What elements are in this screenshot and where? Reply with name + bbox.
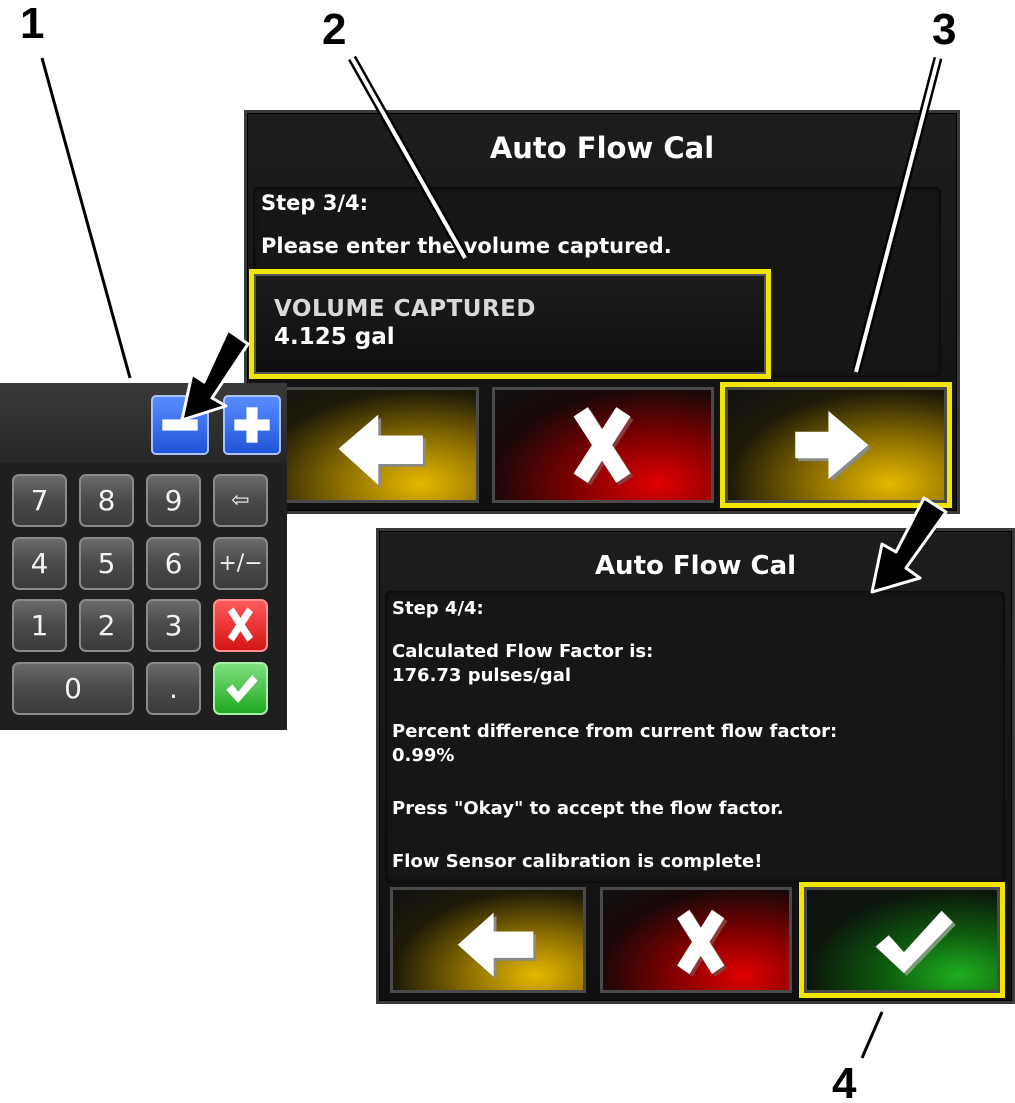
volume-captured-field[interactable]: VOLUME CAPTURED 4.125 gal bbox=[254, 274, 766, 374]
step3-step-label: Step 3/4: bbox=[261, 191, 369, 215]
volume-captured-value: 4.125 gal bbox=[274, 324, 395, 350]
minus-icon bbox=[162, 419, 198, 431]
key-7[interactable]: 7 bbox=[12, 474, 67, 527]
arrow-right-icon bbox=[795, 410, 872, 482]
callout-1: 1 bbox=[20, 0, 45, 48]
step4-step-label: Step 4/4: bbox=[392, 598, 484, 619]
keypad-ok-button[interactable] bbox=[213, 662, 268, 715]
plus-button[interactable] bbox=[223, 395, 281, 455]
key-2[interactable]: 2 bbox=[79, 599, 134, 652]
key-3[interactable]: 3 bbox=[146, 599, 201, 652]
percent-difference-value: 0.99% bbox=[392, 745, 455, 766]
callout-3: 3 bbox=[932, 5, 957, 54]
step4-cancel-button[interactable] bbox=[600, 887, 792, 993]
callout-4: 4 bbox=[832, 1059, 857, 1103]
step3-back-button[interactable] bbox=[251, 387, 479, 503]
percent-difference-label: Percent difference from current flow fac… bbox=[392, 721, 838, 742]
step3-panel: Auto Flow Cal Step 3/4: Please enter the… bbox=[244, 110, 960, 514]
step3-instruction: Please enter the volume captured. bbox=[261, 234, 672, 258]
checkmark-icon bbox=[226, 675, 258, 703]
numeric-keypad: 7 8 9 ⇦ 4 5 6 +/− 1 2 3 0 . bbox=[0, 383, 287, 730]
arrow-left-icon bbox=[338, 414, 426, 488]
key-5[interactable]: 5 bbox=[79, 537, 134, 590]
key-6[interactable]: 6 bbox=[146, 537, 201, 590]
plus-minus-key[interactable]: +/− bbox=[213, 537, 268, 590]
checkmark-icon bbox=[875, 910, 956, 976]
key-4[interactable]: 4 bbox=[12, 537, 67, 590]
keypad-cancel-button[interactable] bbox=[213, 599, 268, 652]
step4-content-area bbox=[385, 591, 1005, 883]
x-icon bbox=[227, 607, 254, 642]
step4-panel: Auto Flow Cal Step 4/4: Calculated Flow … bbox=[376, 528, 1015, 1004]
step4-back-button[interactable] bbox=[390, 887, 586, 993]
minus-button[interactable] bbox=[151, 395, 209, 455]
accept-instruction: Press "Okay" to accept the flow factor. bbox=[392, 798, 784, 819]
leader-line-4 bbox=[860, 1011, 884, 1059]
calibration-complete-text: Flow Sensor calibration is complete! bbox=[392, 851, 763, 872]
key-0[interactable]: 0 bbox=[12, 662, 134, 715]
x-icon bbox=[677, 909, 728, 977]
callout-2: 2 bbox=[322, 5, 347, 54]
x-icon bbox=[573, 407, 634, 486]
flow-factor-value: 176.73 pulses/gal bbox=[392, 665, 572, 686]
leader-line-1 bbox=[40, 57, 132, 379]
key-8[interactable]: 8 bbox=[79, 474, 134, 527]
key-decimal[interactable]: . bbox=[146, 662, 201, 715]
backspace-key[interactable]: ⇦ bbox=[213, 474, 268, 527]
step4-title: Auto Flow Cal bbox=[594, 551, 797, 581]
flow-factor-label: Calculated Flow Factor is: bbox=[392, 641, 654, 662]
plus-icon bbox=[234, 407, 270, 443]
arrow-left-icon bbox=[457, 912, 537, 980]
step4-ok-button[interactable] bbox=[804, 887, 1000, 993]
step3-cancel-button[interactable] bbox=[492, 387, 714, 503]
key-1[interactable]: 1 bbox=[12, 599, 67, 652]
step3-next-button[interactable] bbox=[725, 387, 947, 503]
step3-title: Auto Flow Cal bbox=[489, 131, 715, 165]
volume-captured-label: VOLUME CAPTURED bbox=[274, 296, 536, 322]
key-9[interactable]: 9 bbox=[146, 474, 201, 527]
